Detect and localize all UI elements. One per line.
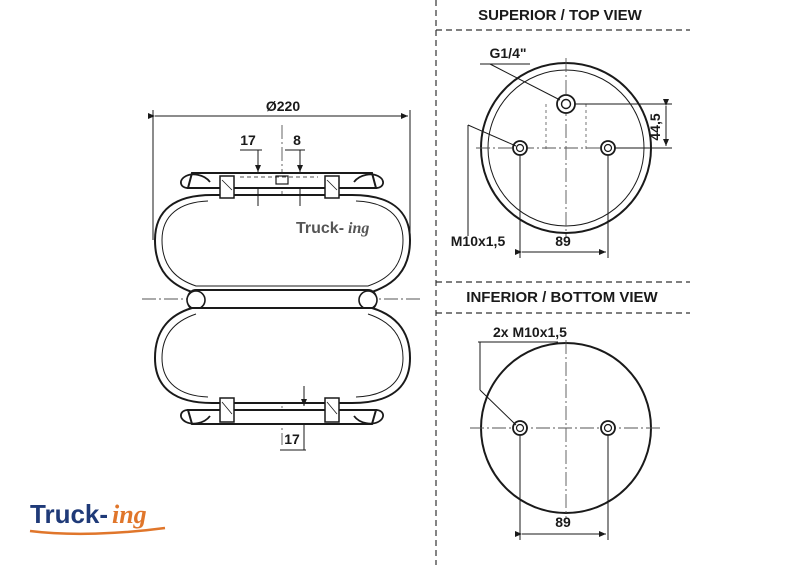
svg-text:Truck-: Truck- — [296, 220, 344, 237]
bottom-thread-leader — [478, 341, 558, 426]
bottom-thread-label: 2x M10x1,5 — [493, 324, 567, 340]
air-spring-side-view: Truck- ing — [142, 125, 422, 445]
logo-swoosh-icon — [29, 526, 166, 536]
svg-text:ing: ing — [348, 220, 369, 237]
top-spacing-dimension — [515, 155, 609, 258]
top-offset-dimension — [240, 149, 305, 206]
bottom-bolt-hole-right-icon — [600, 420, 616, 436]
logo-main-text: Truck- — [30, 499, 108, 529]
bottom-spacing-dimension — [515, 435, 609, 540]
bottom-offset-dimension — [280, 386, 307, 451]
top-view-title: SUPERIOR / TOP VIEW — [478, 7, 642, 24]
top-thread-leader — [467, 124, 517, 236]
top-offset-vertical-dimension — [575, 99, 672, 149]
bottom-spacing-label: 89 — [555, 514, 571, 530]
diameter-dimension — [148, 110, 411, 240]
lower-bellow — [153, 307, 412, 404]
top-port-width-label: 8 — [293, 132, 301, 148]
top-offset-label: 17 — [240, 132, 256, 148]
air-port-icon — [556, 94, 576, 114]
port-label: G1/4" — [490, 45, 527, 61]
bottom-offset-label: 17 — [284, 431, 300, 447]
bolt-hole-left-icon — [512, 140, 528, 156]
brand-logo: Truck- ing — [29, 499, 166, 536]
port-leader — [480, 63, 561, 101]
top-bead-plate — [180, 172, 384, 199]
upper-bellow — [153, 194, 412, 293]
bottom-bead-plate — [180, 397, 384, 425]
top-spacing-label: 89 — [555, 233, 571, 249]
bottom-bolt-hole-left-icon — [512, 420, 528, 436]
bolt-hole-right-icon — [600, 140, 616, 156]
bottom-view-title: INFERIOR / BOTTOM VIEW — [466, 289, 658, 306]
diameter-label: Ø220 — [266, 98, 300, 114]
bellow-watermark-logo: Truck- ing — [296, 220, 369, 237]
view-dividers — [435, 0, 690, 565]
bottom-view-plate — [470, 340, 660, 518]
top-thread-label: M10x1,5 — [451, 233, 506, 249]
logo-suffix-text: ing — [112, 500, 147, 529]
top-offset-vertical-label: 44,5 — [647, 113, 663, 140]
